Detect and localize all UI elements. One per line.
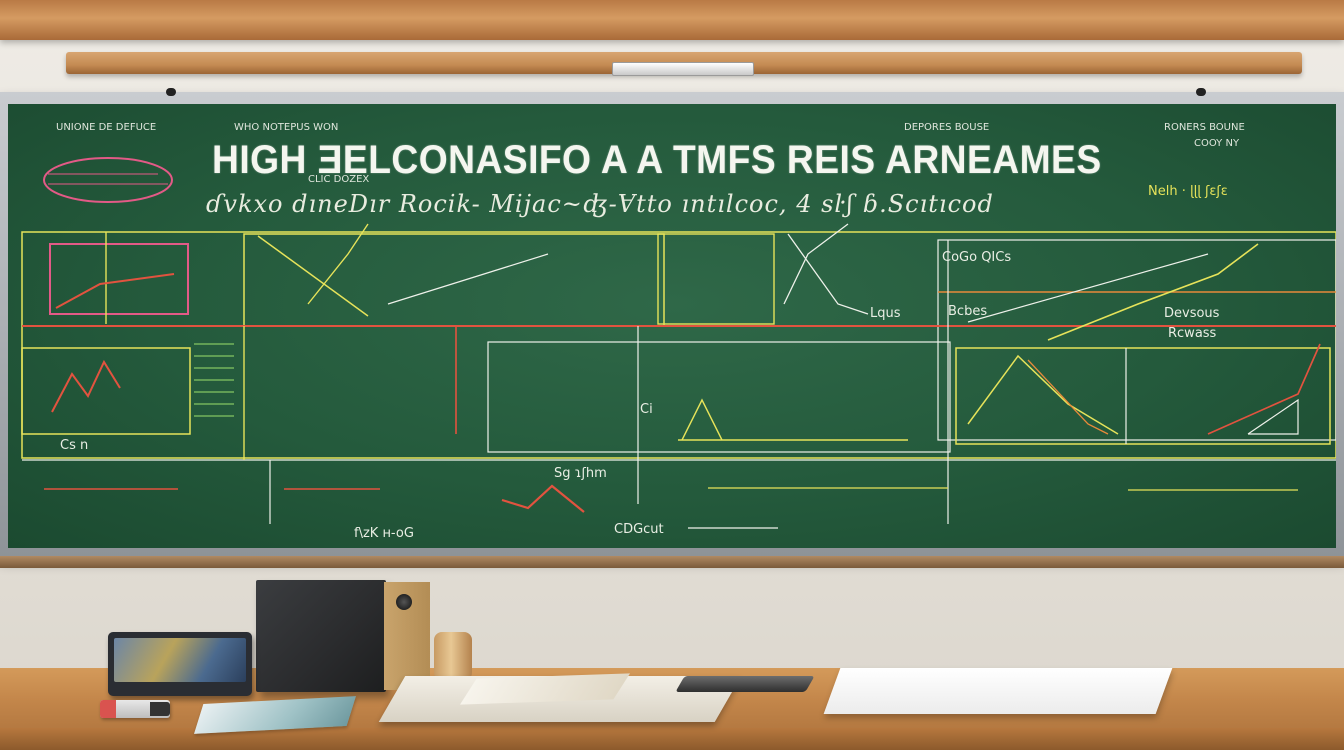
chalk-frame — [487, 341, 951, 453]
chalk-oval — [43, 157, 173, 203]
chalk-curve — [1027, 359, 1109, 435]
chalk-frame — [243, 233, 665, 327]
chalk-line — [257, 235, 369, 317]
graph-label: CDGcut — [614, 522, 664, 537]
top-right-note: DEPORES BOUSE — [904, 122, 990, 133]
chalk-frame — [657, 233, 775, 325]
board-subline: ɗvkxo dıneDır Rocik- Mijac~ʤ-Ɐtto ıntılc… — [206, 190, 994, 218]
frame-pin — [1196, 88, 1206, 96]
graph-label: Bcbes — [948, 304, 988, 319]
right-margin-note: Nelh · ɭɭɭ ʃɛʃɛ — [1148, 184, 1228, 199]
chalk-curve — [783, 223, 849, 305]
graph-label: CLIC DOZEX — [308, 174, 370, 185]
graph-label: Cs n — [60, 438, 89, 453]
tablet-screen — [114, 638, 246, 682]
notebook — [823, 668, 1173, 714]
chalk-curve — [1047, 243, 1259, 341]
desk-front-edge — [0, 728, 1344, 750]
chalk-frame — [955, 347, 1331, 445]
chalk-frame — [21, 347, 191, 435]
phone — [675, 676, 815, 692]
chalk-curve — [51, 359, 121, 413]
chalk-frame — [937, 239, 1336, 441]
chalk-line — [967, 253, 1209, 323]
graph-label: Devsous — [1164, 306, 1220, 321]
chalk-curve — [787, 233, 869, 315]
graph-label: CoGo QICs — [942, 250, 1012, 265]
graph-label: f\zK ʜ-oG — [354, 526, 414, 541]
chalk-triangle — [1247, 398, 1299, 435]
marker-cap — [100, 700, 116, 718]
chalk-hash-marks — [194, 343, 234, 417]
chalk-tray — [0, 556, 1344, 568]
chalkboard: HIGH ƎELCONASIFO A A TMFS REIS ARNEAMES … — [8, 104, 1336, 548]
top-wood-shelf — [0, 0, 1344, 40]
far-right-note: RONERS BOUNE — [1164, 122, 1245, 133]
cup — [434, 632, 472, 684]
frame-pin — [166, 88, 176, 96]
far-right-subnote: COOY NY — [1194, 138, 1240, 149]
chalk-curve — [55, 273, 175, 309]
top-center-note: WHO NOTEPUS WON — [234, 122, 339, 133]
speaker-knob — [396, 594, 412, 610]
chalk-line — [387, 253, 549, 305]
chalk-frame — [21, 231, 1336, 459]
chalk-curve — [967, 354, 1119, 435]
graph-label: Lqus — [870, 306, 901, 321]
chalk-curve — [681, 398, 723, 441]
top-left-note: UNIONE DE DEFUCE — [56, 122, 157, 133]
rail-clip — [612, 62, 754, 76]
marker-end — [150, 702, 170, 716]
graph-label: Sg ɿʃhm — [554, 466, 607, 481]
chalk-graph-box — [49, 243, 189, 315]
board-headline: HIGH ƎELCONASIFO A A TMFS REIS ARNEAMES — [212, 138, 1102, 182]
chalk-curve — [1207, 343, 1321, 435]
chalk-drawings — [21, 157, 1336, 529]
graph-label: Ci — [640, 402, 653, 417]
chalk-check — [501, 484, 585, 513]
chalk-curve — [307, 223, 369, 305]
graph-label: Rcwass — [1168, 326, 1217, 341]
speaker — [256, 580, 386, 692]
